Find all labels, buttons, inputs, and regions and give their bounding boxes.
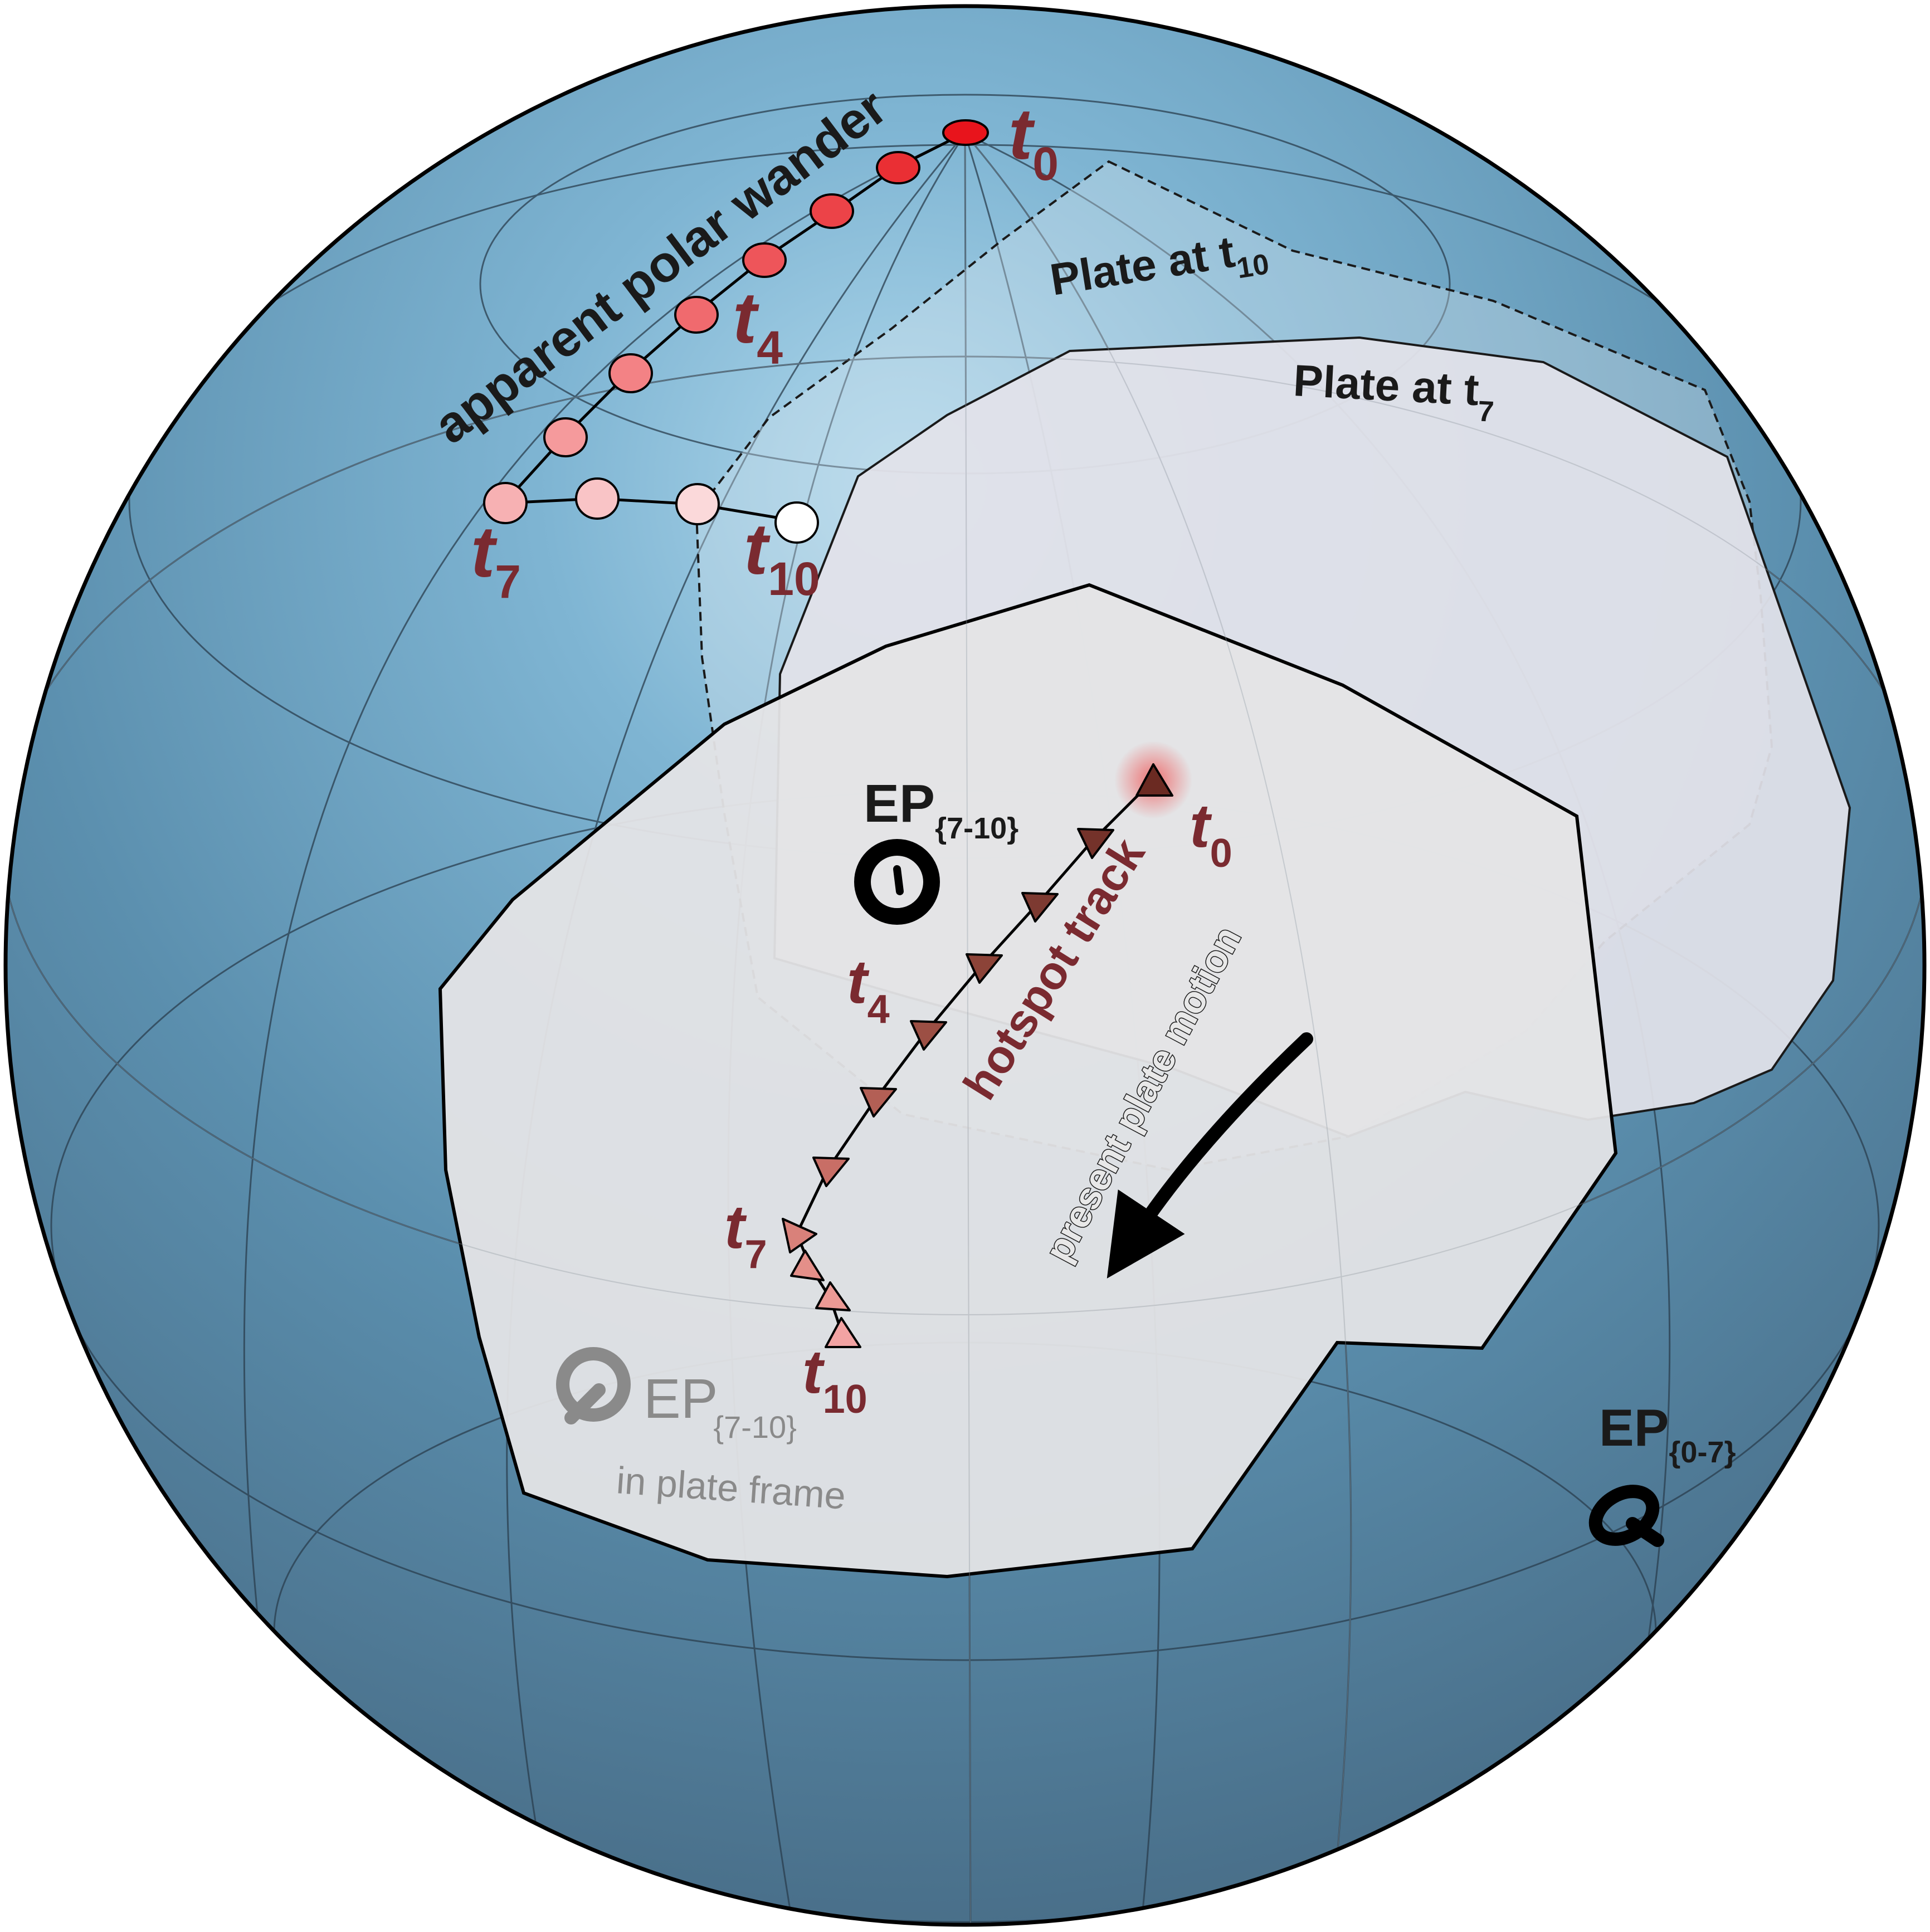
hs-label-t10-sub: 10 <box>823 1377 867 1422</box>
apw-label-t0-main: t <box>1008 93 1035 174</box>
hotspot-marker-t0 <box>1135 763 1173 797</box>
apw-pole-t10 <box>774 501 819 544</box>
ep-0-7-label-sub: {0-7} <box>1669 1436 1736 1469</box>
hotspot-marker-t2 <box>1021 892 1059 923</box>
apw-pole-t9 <box>675 483 720 525</box>
ep-7-10-label-main: EP <box>864 774 935 833</box>
ep-0-7-symbol <box>1588 1485 1664 1547</box>
plate-t10-label-sub: 10 <box>1235 248 1271 285</box>
graticule-over-plates <box>6 133 1924 1925</box>
ep-7-10-label-sub: {7-10} <box>935 812 1018 845</box>
ep-7-10-plate-frame-tail <box>564 1383 606 1424</box>
apw-pole-t6 <box>543 417 588 457</box>
plate-t7-label: Plate at t7 <box>1291 355 1497 428</box>
ep-7-10-plate-frame-ring <box>556 1347 631 1422</box>
apw-label-t7-main: t <box>471 511 498 592</box>
hotspot-marker-t1 <box>1077 828 1114 859</box>
hs-label-t0: t0 <box>1190 792 1232 876</box>
plate-motion-arrow <box>1107 1032 1313 1279</box>
apw-label-t10-main: t <box>744 508 771 589</box>
apw-pole-t4 <box>674 296 719 334</box>
apw-label-t10: t10 <box>744 508 820 605</box>
hs-label-t0-main: t <box>1190 792 1212 860</box>
hotspot-marker-t8 <box>790 1250 825 1281</box>
apw-label-t7-sub: 7 <box>495 555 521 608</box>
hs-label-t4-sub: 4 <box>867 987 890 1032</box>
globe-outline <box>3 4 1927 1927</box>
plate-t7-label-main: Plate at t <box>1292 355 1480 414</box>
ep-0-7-label: EP{0-7} <box>1599 1398 1736 1469</box>
hs-label-t7-sub: 7 <box>745 1232 767 1277</box>
ep-0-7-label-main: EP <box>1599 1398 1669 1457</box>
ep-7-10-plate-frame-label-main: EP <box>644 1368 718 1430</box>
ep-7-10-label: EP{7-10} <box>864 774 1018 845</box>
apw-pole-t3 <box>742 242 787 278</box>
apw-pole-t8 <box>575 477 620 520</box>
hotspot-marker-t6 <box>812 1157 850 1187</box>
apw-pole-t7 <box>483 482 528 524</box>
hotspot-marker-t7 <box>782 1218 817 1253</box>
latitude-circle-middle-faint <box>6 356 1924 1315</box>
meridian-center-faint <box>964 133 971 1925</box>
ep-7-10-plate-frame-symbol <box>556 1347 631 1424</box>
hs-label-t4: t4 <box>847 948 890 1032</box>
ep-7-10-plate-frame-label: EP{7-10} <box>644 1368 797 1445</box>
apw-label-t0: t0 <box>1008 93 1059 190</box>
apw-label-t4-sub: 4 <box>757 321 783 374</box>
ep-7-10-plate-frame-label-sub: {7-10} <box>713 1409 797 1445</box>
hs-label-t7: t7 <box>724 1193 767 1277</box>
hs-label-t10: t10 <box>802 1338 867 1422</box>
ep-7-10-tick <box>893 865 904 895</box>
apw-poles <box>483 119 989 544</box>
hs-label-t7-main: t <box>724 1193 747 1261</box>
hotspot-marker-t10 <box>825 1317 861 1348</box>
ep-0-7-tail <box>1626 1517 1664 1547</box>
meridian-right-faint <box>964 133 1352 1856</box>
hotspot-marker-t9 <box>815 1281 851 1311</box>
hs-label-t4-main: t <box>847 948 870 1016</box>
apw-label-t4-main: t <box>733 277 759 358</box>
hotspot-marker-t3 <box>966 953 1003 984</box>
apw-pole-t2 <box>810 193 854 229</box>
hotspot-marker-t5 <box>860 1087 897 1118</box>
apw-label-t0-sub: 0 <box>1032 138 1059 190</box>
apw-pole-t0 <box>942 119 989 146</box>
apw-pole-t1 <box>876 151 920 184</box>
apw-pole-t5 <box>608 353 653 393</box>
hotspot-marker-t4 <box>910 1020 947 1051</box>
apw-label-t4: t4 <box>733 277 783 374</box>
ep-7-10-ring <box>854 839 940 925</box>
plate-present <box>438 583 1618 1579</box>
hs-label-t0-sub: 0 <box>1210 831 1232 876</box>
meridian-left-2 <box>243 133 966 1705</box>
apw-label-t10-sub: 10 <box>768 553 820 605</box>
apw-label-t7: t7 <box>471 511 521 608</box>
ep-0-7-ring <box>1588 1485 1660 1546</box>
hotspot-markers <box>782 763 1173 1348</box>
hs-label-t10-main: t <box>802 1338 825 1406</box>
plate-t7-label-sub: 7 <box>1477 395 1495 428</box>
ep-7-10-symbol <box>854 839 940 925</box>
